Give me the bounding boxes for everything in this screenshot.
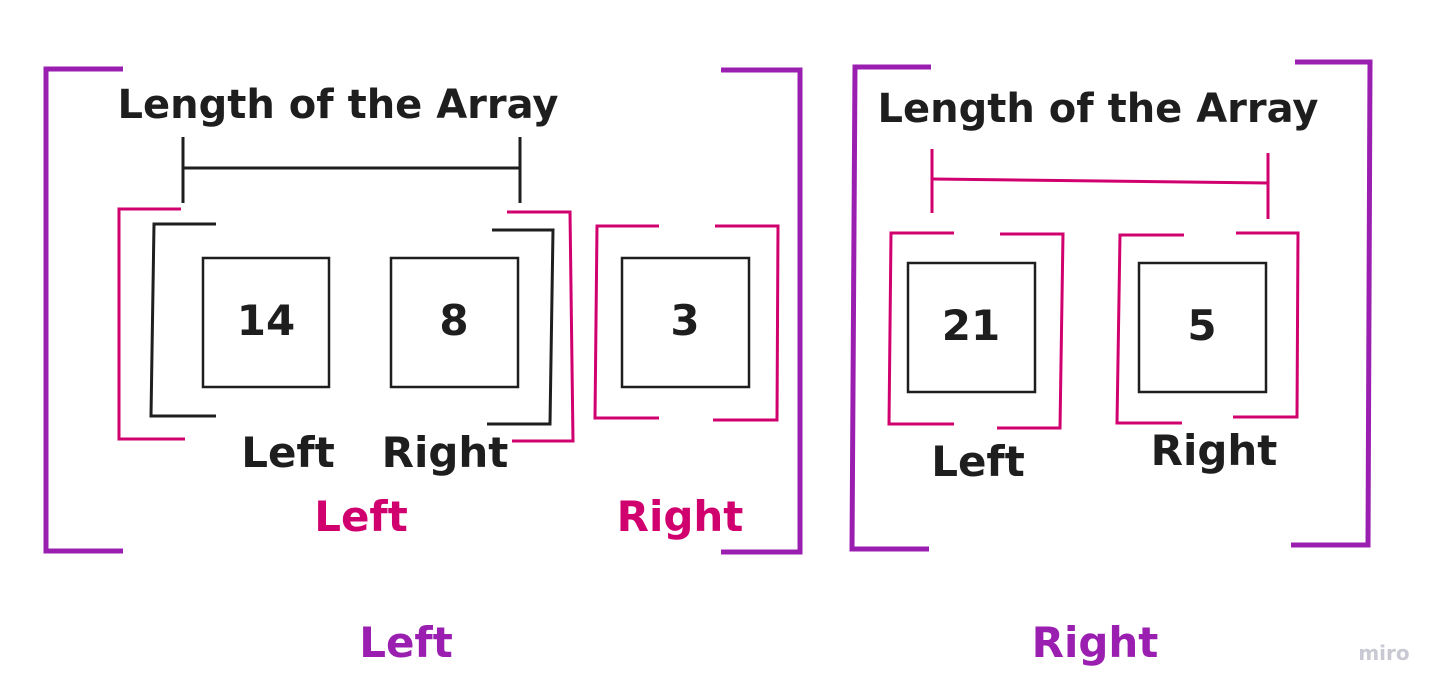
- left-pink-close-bracket: [507, 210, 575, 443]
- cell-14-value: 14: [237, 296, 295, 345]
- left-group: Length of the Array 14 8 3 Left Right Le…: [43, 66, 803, 667]
- miro-watermark: miro: [1358, 641, 1409, 665]
- left-pink-right-label: Right: [617, 492, 744, 541]
- cell-8: [389, 256, 520, 389]
- cell-14: [201, 256, 331, 389]
- right-group-open-bracket: [849, 64, 931, 552]
- right-group-heading: Length of the Array: [878, 86, 1319, 132]
- left-group-close-bracket: [721, 67, 803, 555]
- cell-3-value: 3: [670, 296, 699, 345]
- left-group-caption: Left: [359, 618, 453, 667]
- cell-5-value: 5: [1187, 301, 1216, 350]
- left-group-heading: Length of the Array: [118, 82, 559, 128]
- cell-21-close-bracket: [997, 232, 1065, 430]
- right-group: Length of the Array 21 5 Left Right Righ…: [849, 59, 1373, 667]
- cell-5-open-bracket: [1115, 233, 1184, 425]
- cell-5-close-bracket: [1233, 231, 1300, 419]
- right-group-caption: Right: [1032, 618, 1159, 667]
- cell-5: [1137, 261, 1268, 394]
- cell-3: [620, 256, 751, 389]
- left-black-close-bracket: [487, 228, 555, 426]
- left-length-measure: [181, 137, 522, 203]
- right-pink-close-bracket: [713, 224, 780, 422]
- left-pink-open-bracket: [117, 207, 185, 441]
- right-length-measure: [930, 149, 1270, 219]
- left-inner-left-label: Left: [241, 428, 335, 477]
- left-inner-right-label: Right: [382, 428, 509, 477]
- cell-21-value: 21: [942, 301, 1000, 350]
- right-group-left-label: Left: [931, 437, 1025, 486]
- left-pink-left-label: Left: [314, 492, 408, 541]
- right-group-right-label: Right: [1151, 426, 1278, 475]
- right-group-close-bracket: [1291, 59, 1373, 548]
- left-black-open-bracket: [149, 222, 216, 418]
- cell-21: [906, 261, 1037, 394]
- cell-21-open-bracket: [887, 231, 954, 426]
- cell-8-value: 8: [439, 296, 468, 345]
- right-pink-open-bracket: [593, 224, 659, 420]
- left-group-open-bracket: [43, 66, 123, 554]
